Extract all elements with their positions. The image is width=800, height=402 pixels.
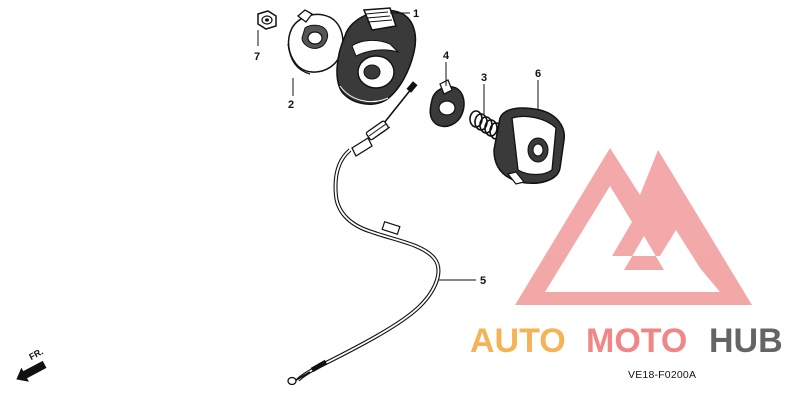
watermark-logo: AUTO MOTO HUB bbox=[470, 148, 783, 360]
callout-2: 2 bbox=[288, 99, 294, 111]
part-cable bbox=[287, 81, 441, 386]
part-housing-cover bbox=[336, 7, 417, 105]
diagram-code: VE18-F0200A bbox=[628, 369, 696, 381]
callout-6: 6 bbox=[535, 68, 541, 80]
watermark-triangle-icon bbox=[515, 148, 752, 305]
callout-3: 3 bbox=[481, 72, 487, 84]
watermark-text-moto: MOTO bbox=[586, 322, 687, 360]
part-ratchet-plate bbox=[429, 79, 465, 128]
callout-7: 7 bbox=[254, 51, 260, 63]
callouts: 1 2 3 4 5 6 7 bbox=[254, 8, 541, 287]
front-direction-indicator: FR. bbox=[16, 346, 47, 382]
callout-4: 4 bbox=[443, 50, 450, 62]
cable-adjuster bbox=[365, 120, 391, 141]
callout-5: 5 bbox=[480, 275, 486, 287]
watermark-text-hub: HUB bbox=[709, 322, 783, 360]
watermark-text-auto: AUTO bbox=[470, 322, 566, 360]
part-lever-housing bbox=[493, 107, 565, 185]
front-label: FR. bbox=[27, 346, 44, 362]
part-pulley-plate bbox=[287, 9, 344, 75]
front-arrow-icon bbox=[16, 360, 47, 382]
leader-lines bbox=[257, 12, 539, 281]
callout-1: 1 bbox=[413, 8, 419, 20]
part-nut bbox=[257, 10, 277, 30]
